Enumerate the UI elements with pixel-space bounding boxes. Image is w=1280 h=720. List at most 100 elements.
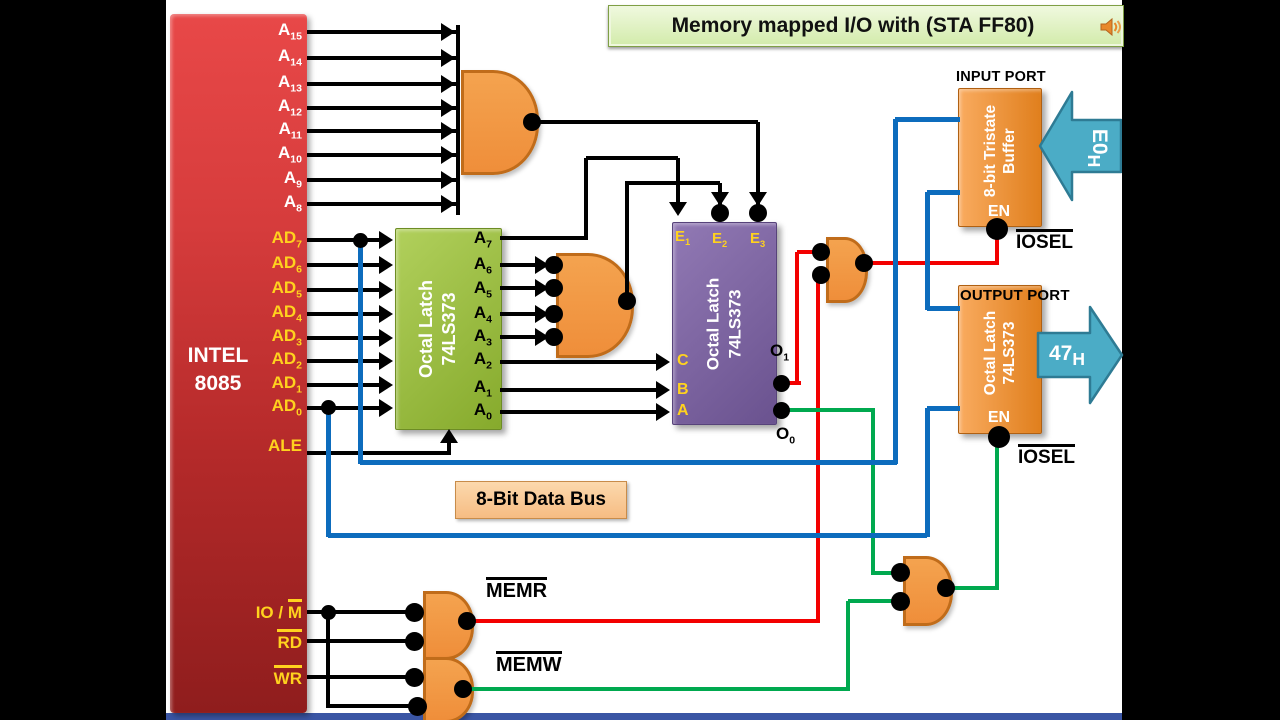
wire-blue: [927, 305, 960, 311]
output-port-caption: OUTPUT PORT: [960, 287, 1070, 304]
latch2-enable-e1: E1: [675, 228, 691, 247]
wire-black: [326, 612, 330, 708]
junction-dot: [545, 279, 563, 297]
cpu-pin-a14: A14: [278, 46, 302, 69]
latch1-output-a0: A0: [473, 400, 492, 423]
cpu-pin-ad1: AD1: [271, 373, 302, 396]
wire-black: [326, 704, 421, 708]
junction-dot: [545, 256, 563, 274]
junction-dot: [352, 232, 368, 248]
junction-dot: [404, 667, 424, 687]
wire-black: [307, 202, 457, 206]
cpu-pin-ad7: AD7: [271, 228, 302, 251]
wire-blue: [895, 116, 960, 122]
arrowhead-right: [441, 49, 455, 67]
wire-black: [307, 336, 387, 340]
wire-black: [307, 178, 457, 182]
junction-dot: [407, 696, 427, 716]
speaker-icon[interactable]: [1099, 15, 1123, 39]
cpu-pin-a12: A12: [278, 96, 302, 119]
arrowhead-right: [379, 256, 393, 274]
data-bus-label: 8-Bit Data Bus: [455, 481, 627, 519]
wire-black: [307, 610, 415, 614]
wire-black: [584, 158, 588, 240]
latch2-input-a: A: [677, 402, 689, 419]
latch1-output-a7: A7: [473, 228, 492, 251]
latch2-input-b: B: [677, 381, 689, 398]
latch1-output-a5: A5: [473, 278, 492, 301]
wire-red: [797, 250, 825, 254]
cpu-name-line1: INTEL: [187, 344, 249, 367]
arrowhead-right: [441, 195, 455, 213]
cpu-pin-a9: A9: [283, 168, 302, 191]
latch2-output-o1: O1: [770, 341, 790, 364]
title-box: Memory mapped I/O with (STA FF80): [608, 5, 1124, 47]
cpu-pin-wr: WR: [180, 665, 302, 689]
junction-dot: [937, 579, 955, 597]
latch2-output-o0: O0: [776, 424, 796, 447]
wire-green: [781, 408, 875, 412]
junction-dot: [890, 562, 910, 582]
cpu-pin-ad3: AD3: [271, 326, 302, 349]
wire-green: [995, 437, 999, 590]
wire-black: [307, 238, 387, 242]
cpu-pin-a11: A11: [278, 119, 302, 142]
arrowhead-up: [440, 429, 458, 443]
wire-black: [307, 263, 387, 267]
junction-dot: [454, 680, 472, 698]
arrowhead-right: [441, 171, 455, 189]
iosel-label-bottom: IOSEL: [1018, 444, 1076, 469]
junction-dot: [711, 204, 729, 222]
output-data-arrow: [1036, 305, 1124, 405]
cpu-pin-io-m: IO / M: [180, 599, 302, 623]
wire-blue: [357, 239, 363, 464]
input-port-enable-label: EN: [987, 203, 1011, 220]
input-data-arrow-label: E0H: [1083, 128, 1112, 168]
wire-black: [756, 122, 760, 206]
wire-black: [307, 451, 449, 455]
wire-black: [307, 639, 415, 643]
wire-black: [307, 82, 457, 86]
arrowhead-right: [441, 23, 455, 41]
latch2-input-c: C: [677, 352, 689, 369]
wire-black: [500, 263, 546, 267]
junction-dot: [618, 292, 636, 310]
wire-blue: [892, 119, 898, 464]
arrowhead-right: [379, 352, 393, 370]
junction-dot: [749, 204, 767, 222]
wire-black: [307, 312, 387, 316]
wire-black: [625, 181, 720, 185]
junction-dot: [812, 266, 830, 284]
cpu-pin-ad6: AD6: [271, 253, 302, 276]
cpu-name-line2: 8085: [194, 372, 242, 395]
iosel-label-top: IOSEL: [1016, 229, 1074, 254]
wire-black: [500, 360, 658, 364]
wire-black: [307, 359, 387, 363]
cpu-pin-a8: A8: [283, 192, 302, 215]
wire-blue: [924, 408, 930, 537]
wire-green: [846, 601, 850, 691]
wire-red: [864, 261, 999, 265]
wire-black: [500, 388, 658, 392]
wire-red: [995, 229, 999, 265]
wire-blue: [328, 532, 927, 538]
wire-black: [307, 106, 457, 110]
junction-dot: [523, 113, 541, 131]
wire-blue: [325, 407, 331, 537]
wire-black: [307, 675, 415, 679]
wire-blue: [924, 192, 930, 310]
wire-green: [946, 586, 999, 590]
cpu-pin-a13: A13: [278, 72, 302, 95]
wire-black: [456, 25, 460, 215]
latch2-enable-e3: E3: [750, 230, 766, 249]
arrowhead-right: [441, 146, 455, 164]
cpu-pin-a10: A10: [278, 143, 302, 166]
junction-dot: [890, 591, 910, 611]
wire-black: [307, 129, 457, 133]
arrowhead-right: [379, 376, 393, 394]
